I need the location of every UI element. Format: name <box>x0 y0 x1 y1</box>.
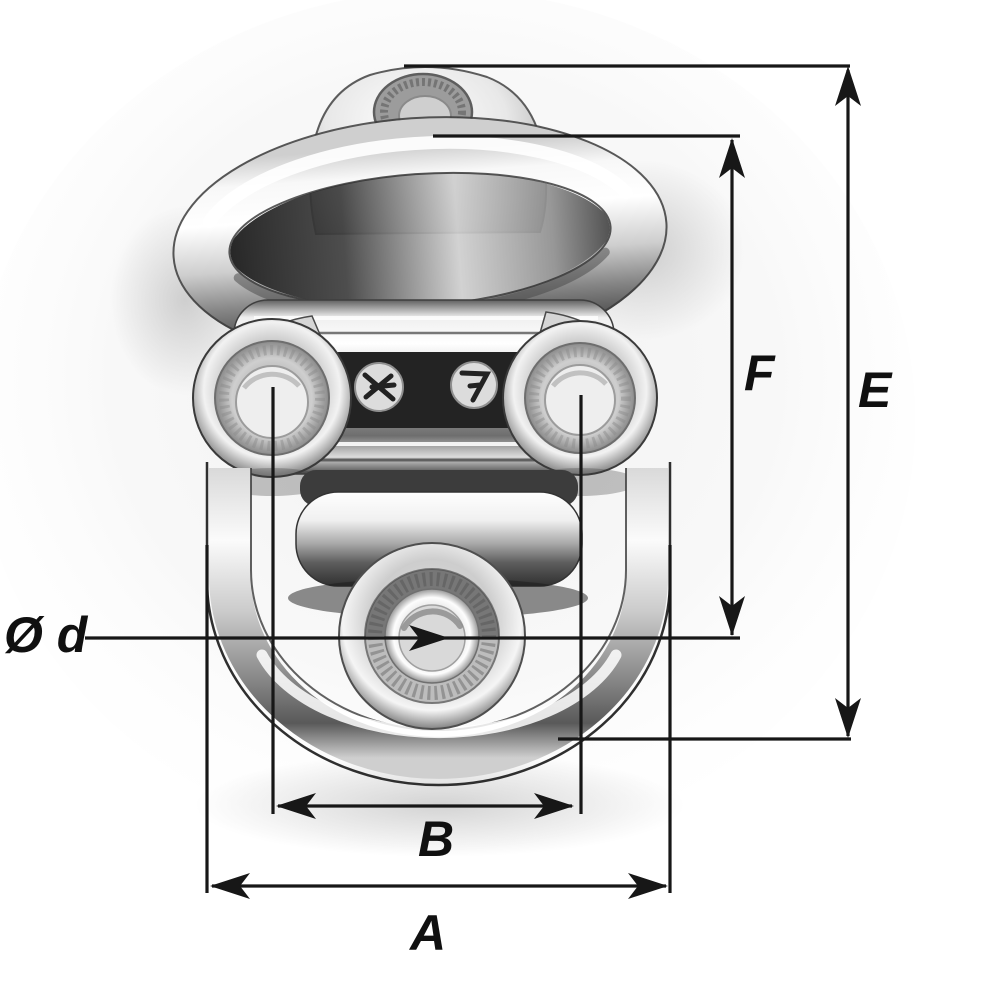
stamp-left-glyph <box>362 372 397 402</box>
dimension-B <box>271 387 583 819</box>
dimension-A-arrow-right <box>628 873 668 899</box>
product-photo-pad-eye <box>172 65 672 787</box>
dimension-d-arrow <box>409 625 449 651</box>
label-F: F <box>744 345 776 401</box>
mounting-hole-left-shadow <box>242 371 301 390</box>
stamp-right-glyph <box>459 370 492 403</box>
dimension-B-arrow-right <box>534 793 574 819</box>
boss-cone-shadow <box>365 569 499 636</box>
dimension-E-arrow-up <box>835 66 861 106</box>
dimension-hole-diameter <box>85 625 740 651</box>
ring-top-opening <box>230 172 610 308</box>
stamp-right <box>450 361 498 409</box>
dimension-E <box>404 64 861 741</box>
dimension-labels: Ø d F E B A <box>4 345 893 961</box>
dimension-F <box>433 134 745 636</box>
ring-bottom-tube <box>209 468 668 779</box>
dimension-B-arrow-left <box>276 793 316 819</box>
label-E: E <box>858 362 893 418</box>
label-hole-diameter: Ø d <box>4 607 89 663</box>
stamp-left <box>354 362 404 412</box>
label-A: A <box>408 905 446 961</box>
mounting-hole-right-shadow <box>551 370 608 388</box>
ear-left-knurl <box>219 345 325 451</box>
dimension-A <box>205 545 672 899</box>
ring-top-highlight <box>202 135 633 229</box>
pivot-hole-shadow <box>401 608 463 631</box>
label-B: B <box>418 811 454 867</box>
dimension-E-arrow-down <box>835 698 861 738</box>
folded-ring-top <box>172 116 668 364</box>
dimension-F-arrow-up <box>719 138 745 178</box>
ring-bottom-outer-edge <box>205 462 672 787</box>
dimension-A-arrow-left <box>210 873 250 899</box>
dimension-annotations <box>85 64 861 899</box>
dimension-F-arrow-down <box>719 596 745 636</box>
